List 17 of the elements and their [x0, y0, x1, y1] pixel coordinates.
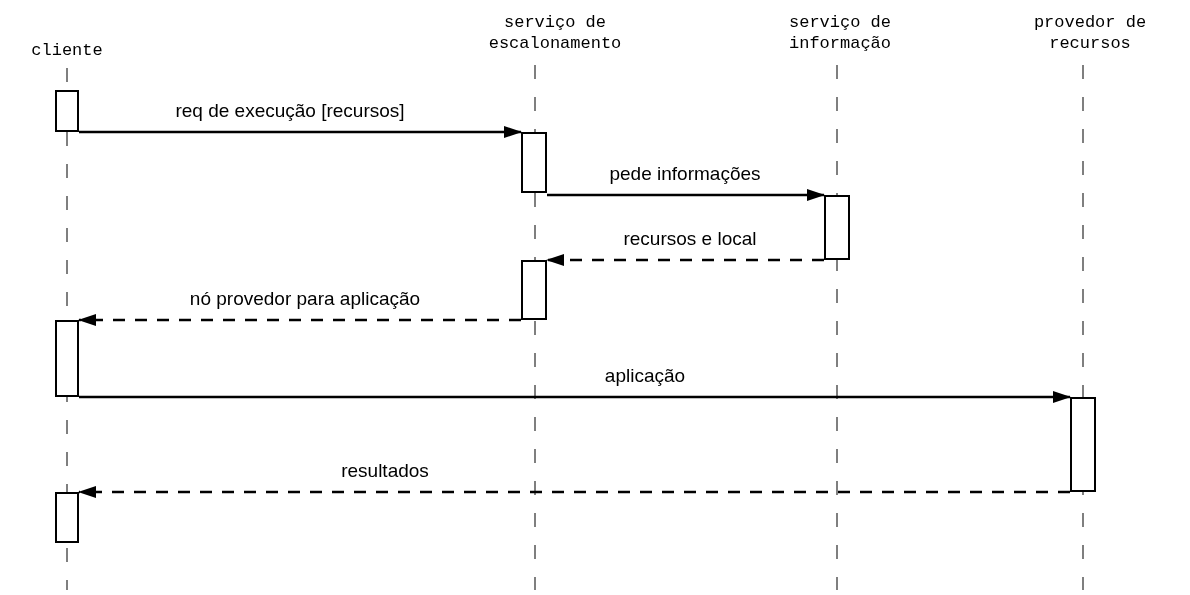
participant-label: provedor de recursos	[995, 12, 1185, 54]
arrow	[547, 189, 825, 201]
activation-bar	[55, 320, 79, 397]
arrow	[78, 486, 1070, 498]
arrow	[546, 254, 824, 266]
activation-bar	[824, 195, 850, 260]
participant-label: cliente	[12, 40, 122, 61]
participant-label: serviço de escalonamento	[440, 12, 670, 54]
activation-bar	[55, 90, 79, 132]
activation-bar	[521, 260, 547, 320]
activation-bar	[521, 132, 547, 193]
arrow	[79, 391, 1071, 403]
participant-label: serviço de informação	[740, 12, 940, 54]
arrow	[78, 314, 521, 326]
arrow	[79, 126, 522, 138]
activation-bar	[55, 492, 79, 543]
activation-bar	[1070, 397, 1096, 492]
